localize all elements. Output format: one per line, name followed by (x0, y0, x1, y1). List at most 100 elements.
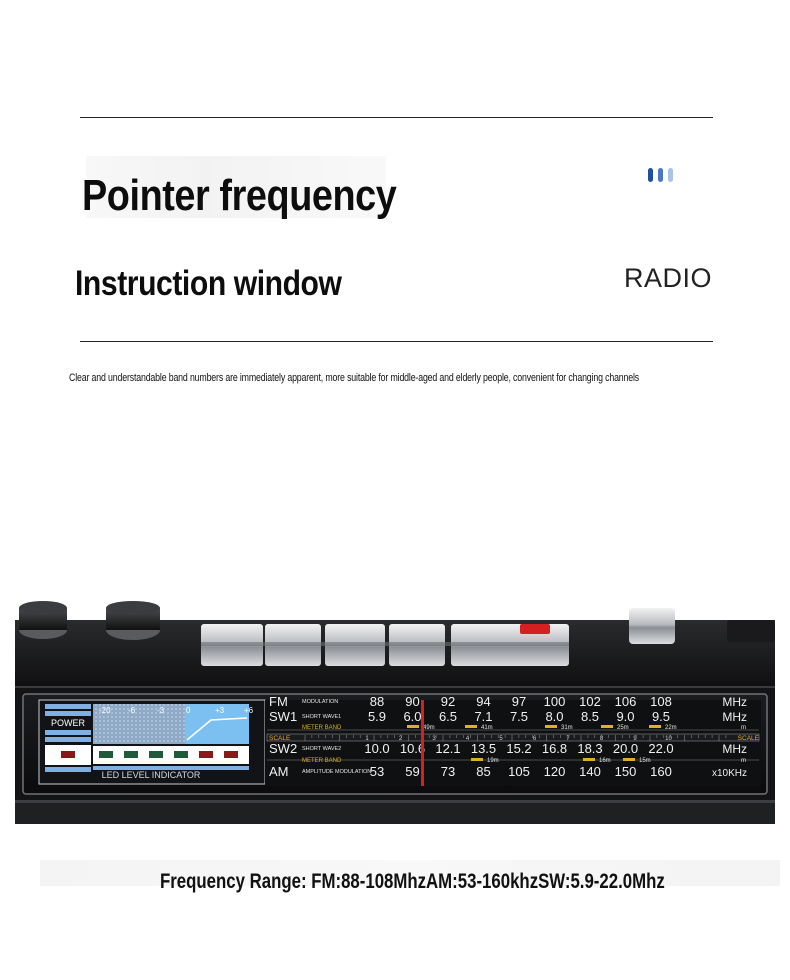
band-value: 90 (405, 694, 419, 709)
band-value: 100 (544, 694, 566, 709)
band-value: 140 (579, 764, 601, 779)
band-value: 8.0 (545, 709, 563, 724)
scale-number: 2 (399, 736, 403, 742)
meter-band-value: 25m (617, 725, 629, 731)
band-value: 6.0 (403, 709, 421, 724)
band-value: 7.1 (474, 709, 492, 724)
band-unit: MHz (722, 710, 747, 724)
band-value: 120 (544, 764, 566, 779)
band-value: 13.5 (471, 741, 496, 756)
band-value: 160 (650, 764, 672, 779)
meter-band-value: 41m (481, 725, 493, 731)
level-tick-label: +3 (215, 706, 225, 715)
accent-dot (648, 168, 653, 182)
band-value: 15.2 (506, 741, 531, 756)
scale-number: 3 (432, 736, 436, 742)
band-value: 6.5 (439, 709, 457, 724)
band-switch[interactable] (629, 608, 675, 644)
band-subtitle: SHORT WAVE1 (302, 714, 341, 720)
band-value: 9.0 (616, 709, 634, 724)
meter-band-value: 19m (487, 758, 499, 764)
footer-shadow (40, 860, 780, 886)
meter-band-value: 16m (599, 758, 611, 764)
scale-number: 10 (665, 736, 672, 742)
band-value: 94 (476, 694, 490, 709)
band-value: 106 (615, 694, 637, 709)
level-led (174, 751, 188, 758)
level-led (149, 751, 163, 758)
band-value: 97 (512, 694, 526, 709)
power-led (61, 751, 75, 758)
cassette-buttons (201, 624, 569, 666)
level-tick-label: -20 (99, 706, 111, 715)
accent-dot (668, 168, 673, 182)
bottom-divider (80, 341, 713, 342)
top-divider (80, 117, 713, 118)
scale-number: 1 (365, 736, 369, 742)
meter-band-label: METER BAND (302, 758, 342, 764)
meter-unit: m (741, 758, 746, 764)
scale-number: 9 (633, 736, 637, 742)
band-value: 88 (370, 694, 384, 709)
band-value: 10.6 (400, 741, 425, 756)
band-name: SW2 (269, 741, 297, 756)
band-unit: MHz (722, 695, 747, 709)
band-value: 73 (441, 764, 455, 779)
band-subtitle: AMPLITUDE MODULATION (302, 769, 371, 775)
band-value: 10.0 (364, 741, 389, 756)
band-name: FM (269, 694, 288, 709)
led-indicator-label: LED LEVEL INDICATOR (102, 770, 201, 780)
scale-label-left: SCALE (269, 735, 291, 742)
band-name: SW1 (269, 709, 297, 724)
level-tick-label: -3 (157, 706, 165, 715)
power-label: POWER (51, 718, 86, 728)
meter-band-value: 15m (639, 758, 651, 764)
band-value: 102 (579, 694, 601, 709)
band-value: 16.8 (542, 741, 567, 756)
band-value: 7.5 (510, 709, 528, 724)
scale-number: 6 (533, 736, 537, 742)
band-value: 92 (441, 694, 455, 709)
meter-band-label: METER BAND (302, 725, 342, 731)
band-value: 108 (650, 694, 672, 709)
record-button[interactable] (520, 624, 550, 634)
description-text: Clear and understandable band numbers ar… (69, 372, 640, 384)
scale-label-right: SCALE (738, 735, 760, 742)
band-value: 5.9 (368, 709, 386, 724)
band-subtitle: SHORT WAVE2 (302, 746, 341, 752)
band-value: 22.0 (648, 741, 673, 756)
meter-band-value: 49m (423, 725, 435, 731)
level-led (199, 751, 213, 758)
band-unit: x10KHz (712, 768, 747, 779)
scale-number: 4 (466, 736, 470, 742)
band-subtitle: MODULATION (302, 699, 338, 705)
scale-number: 8 (600, 736, 604, 742)
band-value: 59 (405, 764, 419, 779)
band-value: 105 (508, 764, 530, 779)
band-value: 150 (615, 764, 637, 779)
band-value: 85 (476, 764, 490, 779)
meter-unit: m (741, 725, 746, 731)
level-tick-label: 0 (186, 706, 191, 715)
level-led (99, 751, 113, 758)
meter-band-value: 22m (665, 725, 677, 731)
level-tick-label: +6 (244, 706, 254, 715)
meter-band-value: 31m (561, 725, 573, 731)
frequency-range: Frequency Range: FM:88-108MhzAM:53-160kh… (160, 870, 665, 893)
band-value: 18.3 (577, 741, 602, 756)
volume-knob[interactable] (19, 601, 67, 639)
band-value: 20.0 (613, 741, 638, 756)
band-value: 12.1 (435, 741, 460, 756)
band-unit: MHz (722, 742, 747, 756)
tuning-knob[interactable] (106, 601, 160, 640)
scale-number: 7 (566, 736, 570, 742)
page-title: Pointer frequency (82, 171, 397, 220)
band-name: AM (269, 764, 289, 779)
band-value: 53 (370, 764, 384, 779)
tuning-pointer[interactable] (421, 700, 424, 786)
brand-label: RADIO (624, 263, 713, 293)
level-led (224, 751, 238, 758)
level-led (124, 751, 138, 758)
band-value: 8.5 (581, 709, 599, 724)
